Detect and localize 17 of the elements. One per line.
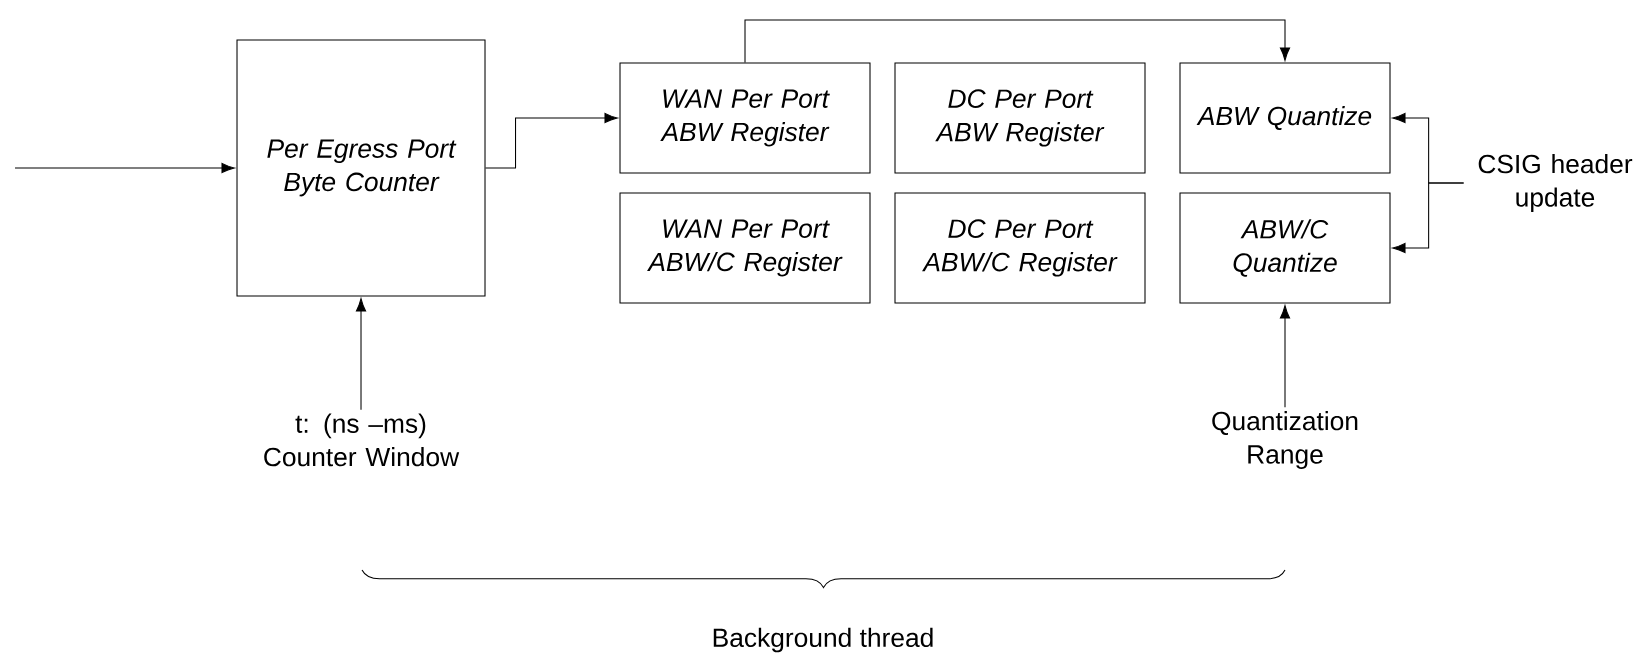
counter-box: Per Egress Port Byte Counter	[236, 39, 486, 297]
input-label: Quantization Range	[1212, 411, 1358, 469]
quantize-box: ABW Quantize	[1179, 62, 1391, 174]
register-box: DC Per Port ABW Register	[894, 62, 1146, 174]
arrow	[485, 112, 618, 169]
quantize-box: ABW/C Quantize	[1179, 192, 1391, 304]
arrow	[1279, 305, 1291, 408]
caption-text: Background thread	[713, 627, 933, 653]
arrow	[14, 162, 235, 174]
input-label: t: (ns –ms) Counter Window	[264, 413, 460, 467]
register-box: WAN Per Port ABW/C Register	[619, 192, 871, 304]
register-box: WAN Per Port ABW Register	[619, 62, 871, 174]
arrow	[1392, 182, 1465, 254]
input-label: CSIG header update	[1478, 154, 1633, 212]
arrow	[744, 19, 1291, 63]
arrow	[355, 298, 367, 411]
register-box: DC Per Port ABW/C Register	[894, 192, 1146, 304]
